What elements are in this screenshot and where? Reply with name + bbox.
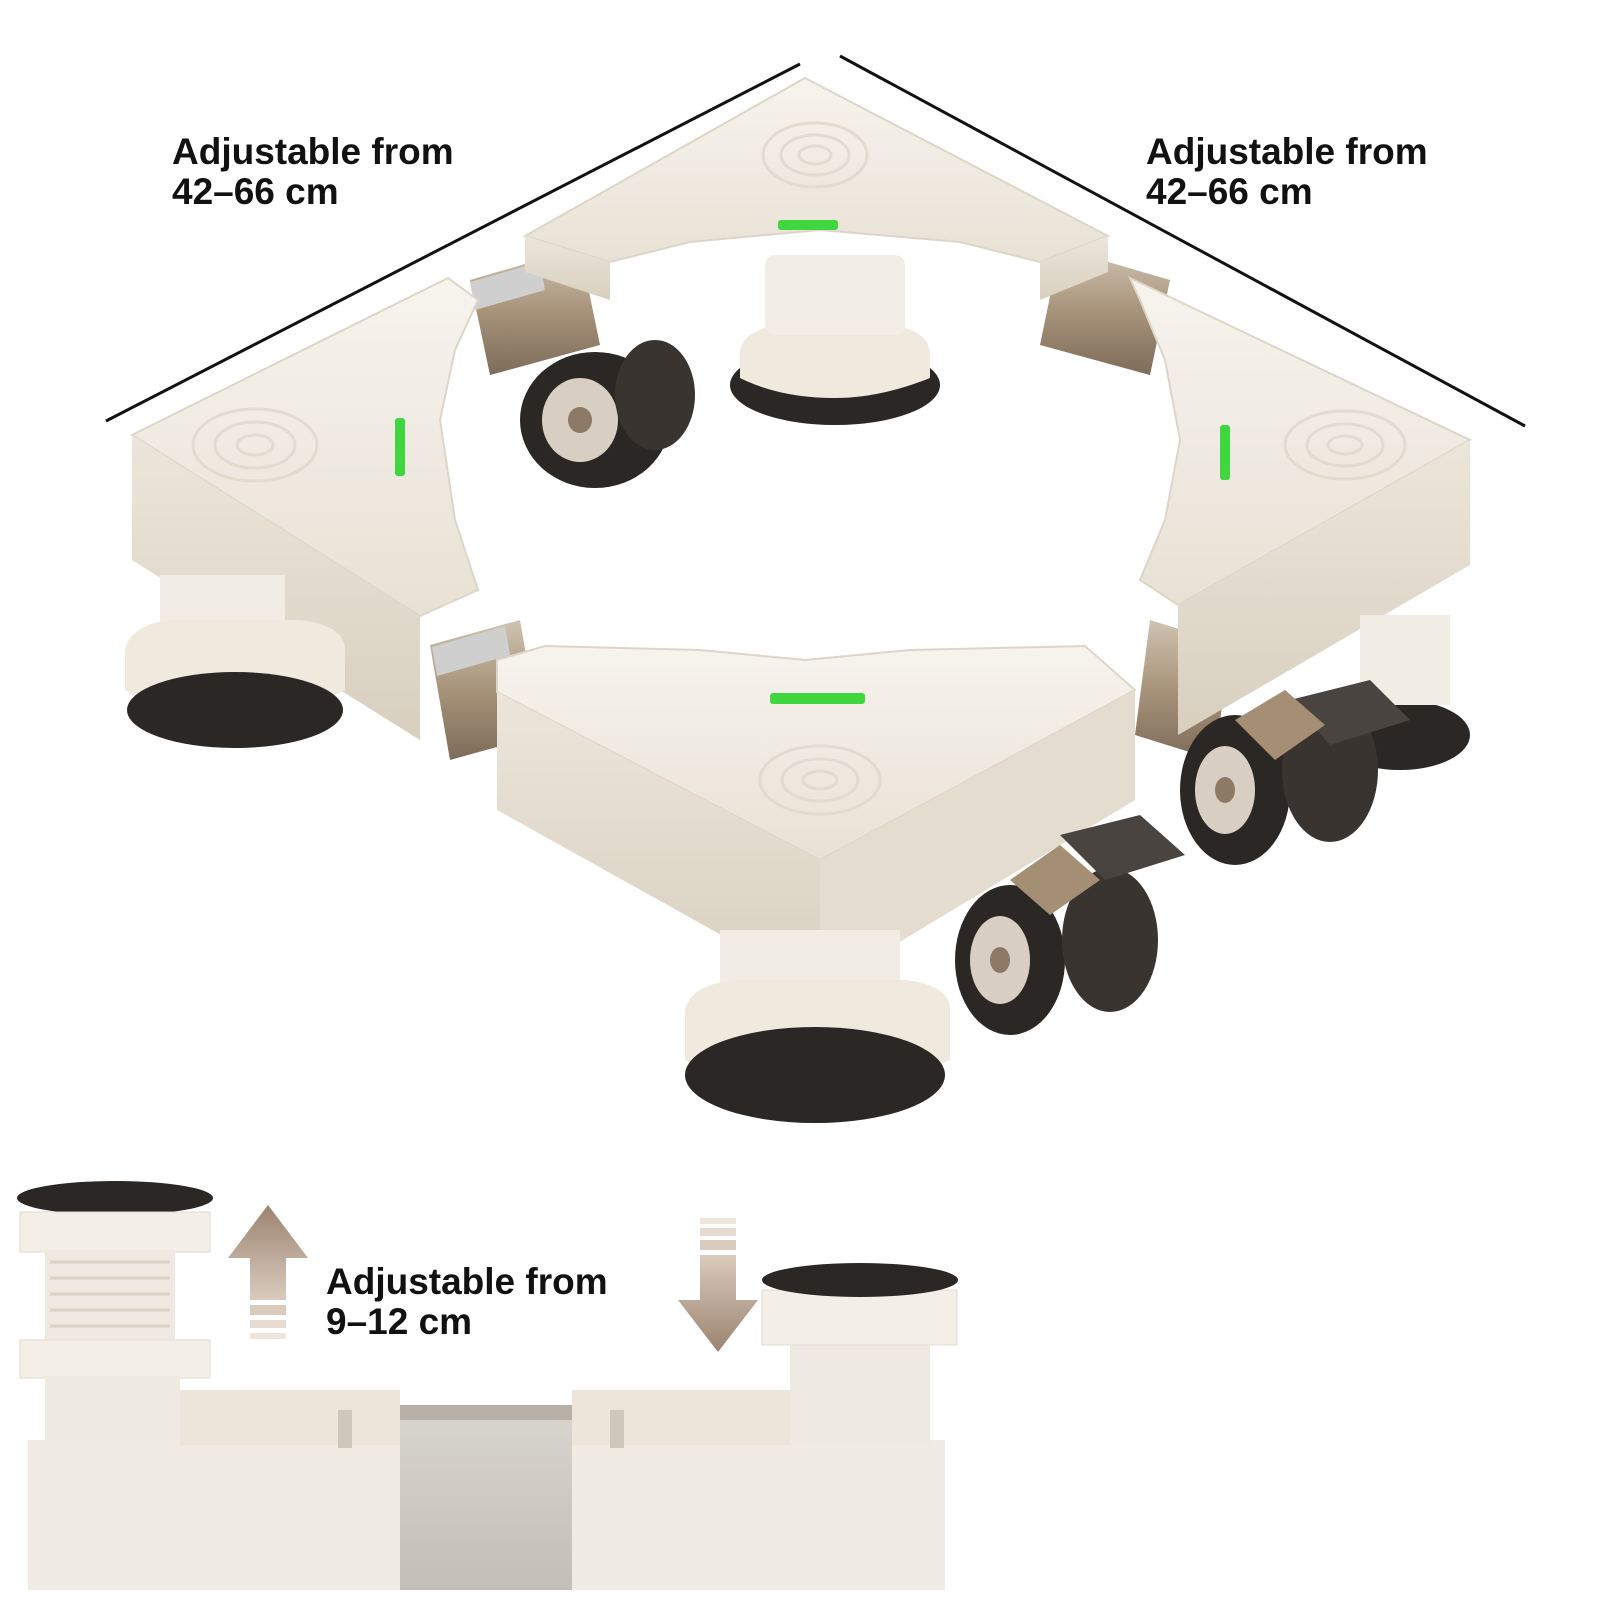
bubble-level-right (1220, 425, 1230, 480)
height-adjust-label-line1: Adjustable from (326, 1261, 608, 1302)
depth-dimension-line (839, 54, 1526, 428)
width-adjust-label-line1: Adjustable from (172, 131, 454, 172)
right-locking-caster-wheel (1180, 680, 1410, 865)
left-leveling-foot (125, 575, 345, 748)
width-adjust-label: Adjustable from 42–66 cm (172, 132, 454, 212)
down-arrow-icon (678, 1218, 758, 1352)
front-leveling-foot (685, 930, 950, 1123)
depth-adjust-label-line1: Adjustable from (1146, 131, 1428, 172)
back-corner-bracket (522, 76, 1111, 300)
up-arrow-icon (228, 1205, 308, 1339)
back-leveling-foot (730, 255, 940, 425)
front-corner-bracket (496, 644, 1137, 990)
height-adjust-label: Adjustable from 9–12 cm (326, 1262, 608, 1342)
bubble-level-left (395, 418, 405, 476)
bubble-level-front (770, 693, 865, 704)
width-adjust-label-line2: 42–66 cm (172, 171, 339, 212)
height-adjust-detail (17, 1181, 958, 1590)
back-left-caster-wheel (520, 340, 695, 488)
width-dimension-line (105, 62, 801, 423)
bubble-level-back (778, 220, 838, 230)
depth-adjust-label-line2: 42–66 cm (1146, 171, 1313, 212)
front-locking-caster-wheel (955, 815, 1185, 1035)
depth-adjust-label: Adjustable from 42–66 cm (1146, 132, 1428, 212)
height-adjust-label-line2: 9–12 cm (326, 1301, 473, 1342)
right-corner-bracket (1127, 275, 1473, 735)
